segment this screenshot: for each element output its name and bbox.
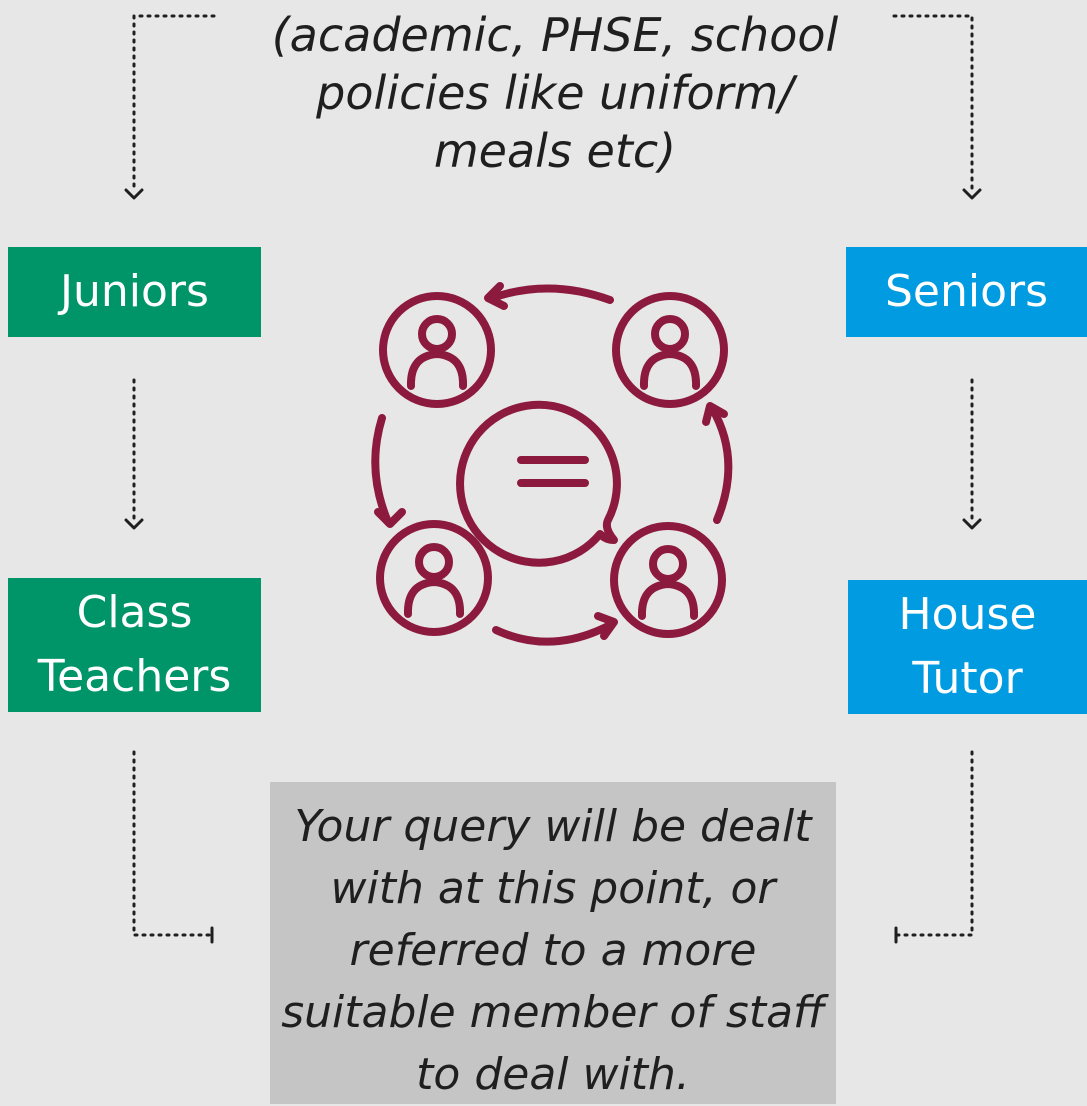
cycle-arrows-icon <box>371 282 733 646</box>
person-bottom-right-icon <box>610 522 726 638</box>
person-bottom-left-icon <box>376 520 492 636</box>
connector-bottom-left <box>132 750 214 937</box>
bottom-note-box: Your query will be dealt with at this po… <box>270 782 836 1104</box>
top-description-text: (academic, PHSE, school policies like un… <box>271 8 839 178</box>
arrowhead-top-right <box>962 188 982 200</box>
bottom-note-text: Your query will be dealt with at this po… <box>281 801 825 1100</box>
person-top-left-icon <box>379 292 495 408</box>
speech-bubble-icon <box>456 400 621 567</box>
class-teachers-label: Class Teachers <box>37 587 232 702</box>
juniors-box: Juniors <box>8 247 261 337</box>
house-tutor-label: House Tutor <box>898 589 1037 704</box>
connector-top-right <box>892 14 974 192</box>
arrowhead-top-left <box>124 188 144 200</box>
arrowhead-juniors <box>124 518 144 530</box>
person-top-right-icon <box>612 292 728 408</box>
connector-top-left <box>132 14 216 192</box>
juniors-label: Juniors <box>60 266 209 317</box>
house-tutor-box: House Tutor <box>848 580 1087 714</box>
arrowhead-seniors <box>962 518 982 530</box>
connector-bottom-right <box>894 750 974 937</box>
seniors-label: Seniors <box>884 266 1049 317</box>
seniors-box: Seniors <box>846 247 1087 337</box>
class-teachers-box: Class Teachers <box>8 578 261 712</box>
